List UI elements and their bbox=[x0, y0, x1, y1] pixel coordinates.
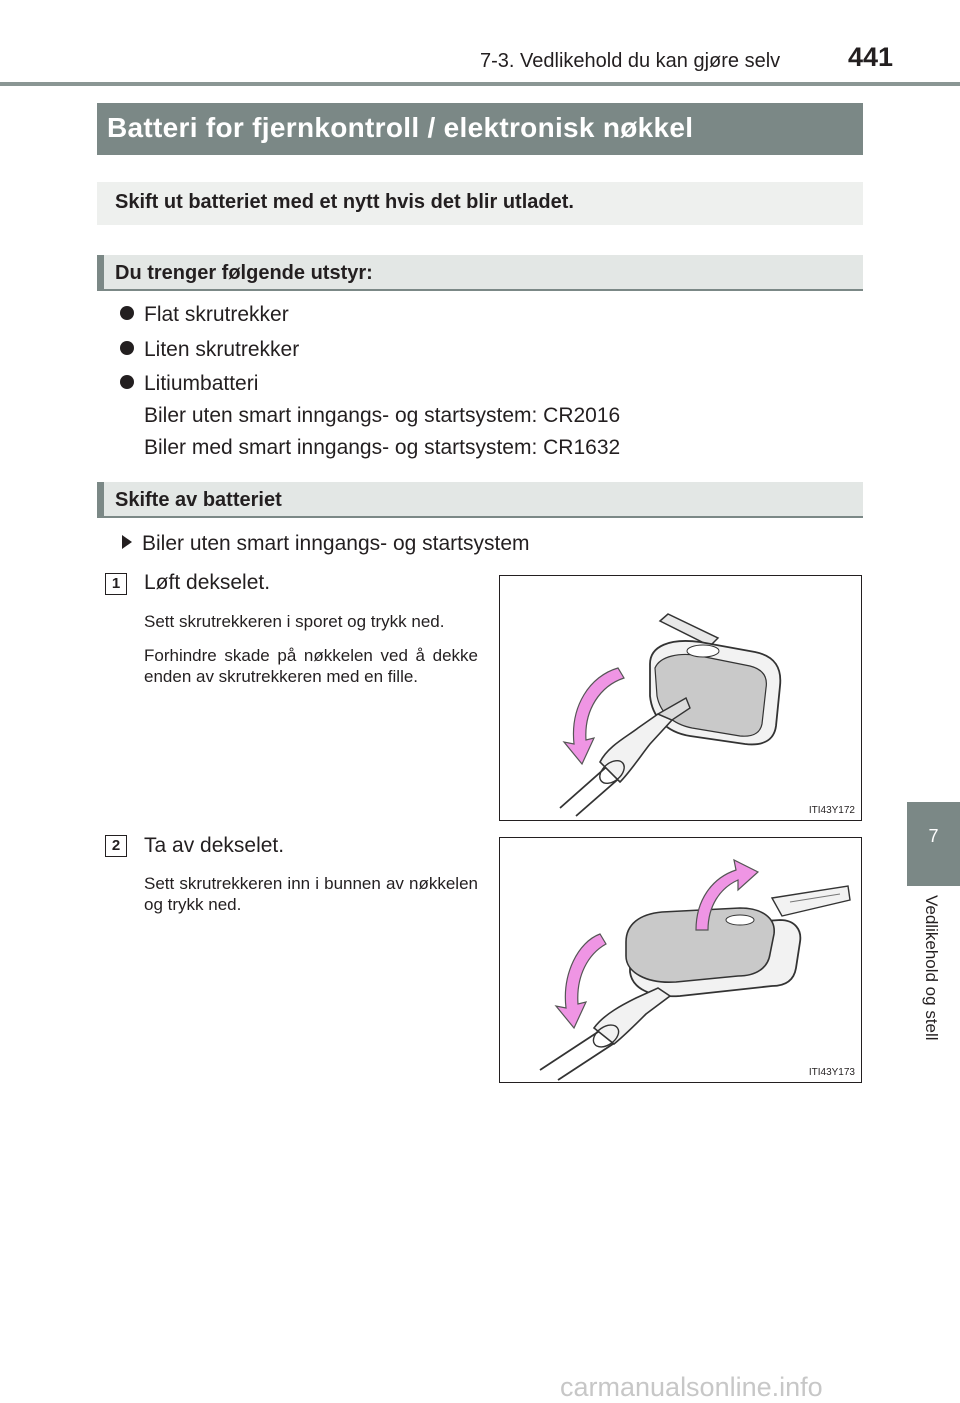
page-number: 441 bbox=[848, 42, 894, 72]
header-rule bbox=[0, 82, 960, 86]
step-number: 1 bbox=[105, 573, 127, 595]
key-cover-remove-illustration bbox=[539, 858, 851, 1081]
replacement-heading: Skifte av batteriet bbox=[115, 489, 282, 511]
battery-note: Biler uten smart inngangs- og startsyste… bbox=[144, 404, 621, 427]
variant-label: Biler uten smart inngangs- og startsyste… bbox=[142, 532, 530, 555]
figure-code: ITI43Y173 bbox=[808, 1067, 855, 1078]
intro-text: Skift ut batteriet med et nytt hvis det … bbox=[115, 191, 574, 213]
equipment-heading-bar: Du trenger følgende utstyr: bbox=[97, 255, 863, 291]
step-title: Ta av dekselet. bbox=[144, 834, 285, 857]
key-cover-lift-illustration bbox=[559, 613, 782, 817]
chapter-label-container: Vedlikehold og stell bbox=[917, 895, 943, 1085]
list-item: Liten skrutrekker bbox=[120, 338, 299, 362]
chapter-number: 7 bbox=[928, 826, 939, 846]
triangle-arrow-icon bbox=[122, 535, 132, 549]
figure-step-2: ITI43Y173 bbox=[499, 837, 862, 1083]
equipment-heading: Du trenger følgende utstyr: bbox=[115, 262, 373, 284]
battery-note: Biler med smart inngangs- og startsystem… bbox=[144, 436, 621, 459]
title-bar bbox=[97, 103, 863, 155]
chapter-label: Vedlikehold og stell bbox=[922, 895, 941, 1041]
bullet-icon bbox=[120, 375, 134, 389]
step-paragraph: Sett skrutrekkeren inn i bunnen av nøkke… bbox=[144, 874, 478, 914]
figure-code: ITI43Y172 bbox=[808, 805, 855, 816]
section-title: 7-3. Vedlikehold du kan gjøre selv bbox=[480, 50, 781, 72]
list-item-label: Liten skrutrekker bbox=[144, 338, 300, 361]
list-item: Litiumbatteri bbox=[120, 372, 258, 396]
step-paragraph: Sett skrutrekkeren i sporet og trykk ned… bbox=[144, 612, 445, 631]
chapter-tab bbox=[907, 802, 960, 886]
step-description: Sett skrutrekkeren i sporet og trykk ned… bbox=[144, 611, 478, 700]
replacement-heading-bar: Skifte av batteriet bbox=[97, 482, 863, 518]
step-paragraph: Forhindre skade på nøkkelen ved å dekke … bbox=[144, 646, 478, 686]
step-number: 2 bbox=[105, 835, 127, 857]
figure-step-1: ITI43Y172 bbox=[499, 575, 862, 821]
bullet-icon bbox=[120, 306, 134, 320]
step-description: Sett skrutrekkeren inn i bunnen av nøkke… bbox=[144, 873, 478, 928]
bullet-icon bbox=[120, 341, 134, 355]
step-title: Løft dekselet. bbox=[144, 571, 271, 594]
intro-box bbox=[97, 182, 863, 225]
page-title: Batteri for fjernkontroll / elektronisk … bbox=[107, 112, 694, 143]
watermark: carmanualsonline.info bbox=[560, 1372, 823, 1402]
list-item-label: Flat skrutrekker bbox=[144, 303, 289, 326]
variant-item: Biler uten smart inngangs- og startsyste… bbox=[122, 532, 530, 556]
list-item: Flat skrutrekker bbox=[120, 303, 289, 327]
list-item-label: Litiumbatteri bbox=[144, 372, 259, 395]
